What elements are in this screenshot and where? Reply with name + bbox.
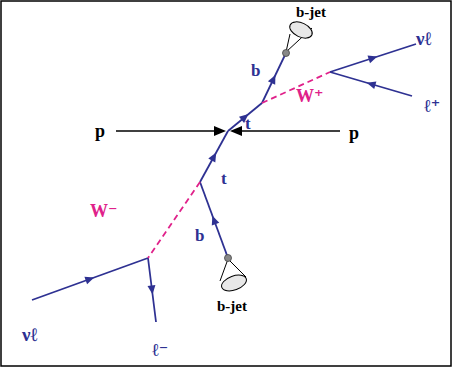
top-quark-line [228,103,262,131]
particle-label: W⁺ [296,87,324,105]
fermion-arrowheads [84,56,377,295]
label-text: ℓ⁻ [152,341,168,359]
b-quark-line [262,55,285,103]
particle-label: ℓ⁻ [152,341,168,359]
label-text: b [251,62,260,79]
lepton-line [148,258,156,322]
particle-label: ℓ⁺ [424,97,440,115]
label-text: p [349,124,359,142]
fermion-arrowhead [212,216,220,226]
particle-label: νℓ [22,325,38,344]
label-text: νℓ [22,325,38,344]
label-text: p [95,122,105,140]
particle-label: b-jet [296,5,326,20]
fermion-arrowhead [148,285,156,295]
cone-mouth [219,272,248,294]
label-text: νℓ [416,29,432,48]
neutrino-line [32,258,148,300]
particle-label: b-jet [217,299,247,314]
proton-beam [116,130,216,131]
beam-arrowhead [230,126,242,136]
fermion-arrowhead [368,56,378,64]
particle-label: νℓ [416,29,432,48]
label-text: b [195,227,204,244]
fermion-arrowhead [84,277,94,285]
label-text: W⁺ [296,87,324,105]
particle-label: b [195,227,204,244]
fermion-arrowhead [268,75,276,85]
b-jet-cone [283,19,315,57]
jet-dot [283,50,290,57]
label-text: t [245,115,251,132]
label-text: b-jet [217,299,247,314]
particle-label: p [95,122,105,140]
label-text: t [221,170,227,187]
neutrino-line [330,44,416,72]
label-text: b-jet [296,5,326,20]
beam-arrowhead [214,126,226,136]
b-quark-line [200,182,228,258]
label-text: ℓ⁺ [424,97,440,115]
w-boson-line [148,182,200,258]
proton-beam [240,130,340,131]
particle-label: p [349,124,359,142]
w-boson-lines [148,72,330,258]
fermion-lines [32,44,416,322]
cone-edge [228,259,246,277]
cone-edge [220,259,228,281]
fermion-arrowhead [208,153,216,163]
cone-mouth [287,19,315,42]
jet-dot [225,255,232,262]
label-text: W⁻ [90,202,118,220]
particle-label: W⁻ [90,202,118,220]
particle-label: t [221,170,227,187]
proton-beams [116,130,340,131]
fermion-arrowhead [367,81,377,89]
particle-label: b [251,62,260,79]
b-jet-cone [219,255,248,295]
particle-label: t [245,115,251,132]
lepton-line [330,72,412,96]
